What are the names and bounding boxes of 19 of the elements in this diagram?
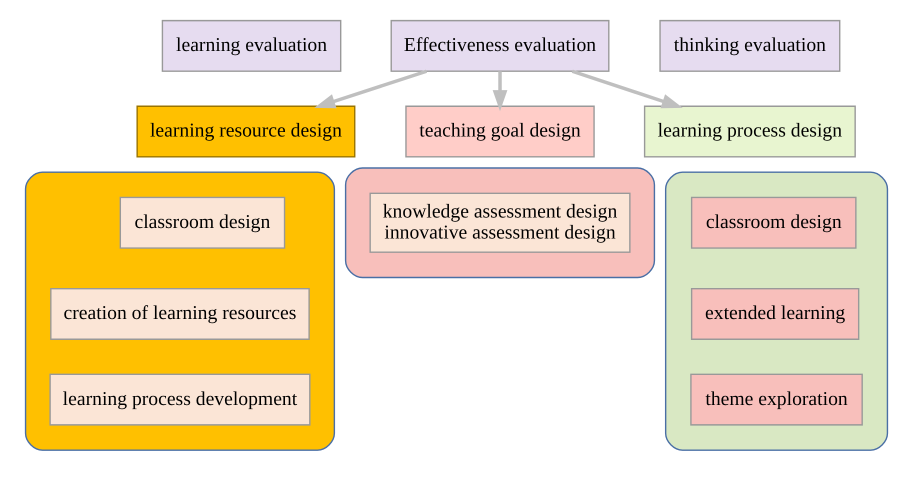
- cluster: [344, 167, 656, 278]
- node-box: theme exploration: [690, 374, 863, 426]
- node-box: Effectiveness evaluation: [390, 20, 610, 72]
- node-box: thinking evaluation: [659, 20, 840, 72]
- cluster: [664, 172, 888, 451]
- node-box: classroom design: [690, 196, 857, 249]
- node-box: learning resource design: [136, 106, 356, 158]
- arrow: [572, 70, 683, 108]
- arrow: [492, 71, 508, 112]
- node-box: learning process development: [49, 374, 311, 426]
- arrow: [314, 70, 428, 108]
- node-box: extended learning: [690, 288, 860, 340]
- node-box: learning process design: [644, 106, 856, 158]
- node-box: knowledge assessment design innovative assessment design: [369, 192, 631, 253]
- cluster: [24, 172, 336, 451]
- node-box: learning evaluation: [162, 20, 342, 72]
- node-box: teaching goal design: [405, 106, 595, 158]
- node-box: creation of learning resources: [50, 288, 310, 340]
- node-box: classroom design: [120, 196, 286, 249]
